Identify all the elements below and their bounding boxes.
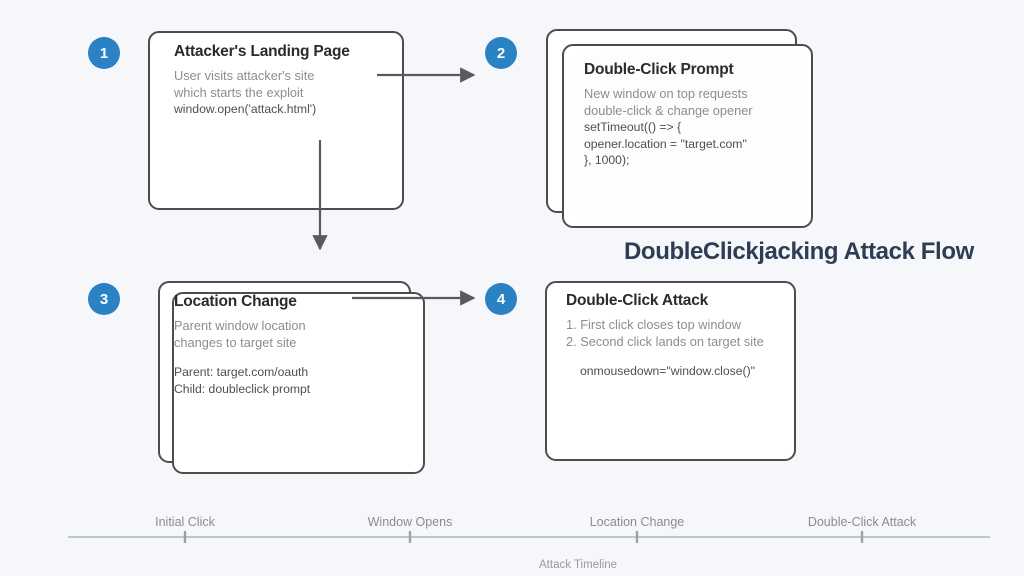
- step-card-2-desc-line-1: New window on top requests: [584, 86, 748, 101]
- step-card-1-title: Attacker's Landing Page: [174, 43, 350, 60]
- step-card-4-content: Double-Click Attack 1. First click close…: [566, 292, 798, 380]
- step-card-3-code-line-1: Parent: target.com/oauth: [174, 365, 309, 379]
- timeline-label-initial-click: Initial Click: [155, 515, 215, 529]
- step-card-2-code-line-3: }, 1000);: [584, 153, 630, 167]
- step-card-1-desc-line-2: which starts the exploit: [174, 84, 304, 100]
- step-card-2-code-line-2: opener.location = "target.com": [584, 136, 747, 151]
- page-title: DoubleClickjacking Attack Flow: [624, 238, 974, 265]
- step-card-2-desc-line-2: double-click & change opener: [584, 102, 753, 118]
- step-badge-2: 2: [485, 37, 517, 69]
- step-card-3-desc-line-2: changes to target site: [174, 334, 297, 350]
- step-card-4[interactable]: [545, 281, 796, 461]
- timeline-label-location-change: Location Change: [589, 515, 685, 529]
- step-card-3-content: Location Change Parent window location c…: [174, 293, 409, 397]
- step-card-1[interactable]: [148, 31, 404, 210]
- step-card-4-title: Double-Click Attack: [566, 292, 709, 309]
- step-card-1-desc-line-1: User visits attacker's site: [174, 68, 315, 83]
- step-card-3-desc-line-1: Parent window location: [174, 318, 306, 333]
- timeline-label-double-click-attack: Double-Click Attack: [807, 515, 917, 529]
- step-card-4-code-line-1: onmousedown="window.close()": [580, 364, 755, 378]
- step-card-3[interactable]: [172, 292, 425, 474]
- step-card-3-spacer: [174, 351, 409, 364]
- timeline-label-window-opens: Window Opens: [367, 515, 453, 529]
- timeline-caption: Attack Timeline: [539, 559, 617, 571]
- step-card-2-title: Double-Click Prompt: [584, 61, 734, 78]
- step-card-4-desc-line-1: 1. First click closes top window: [566, 317, 741, 332]
- step-card-4-desc-line-2: 2. Second click lands on target site: [566, 333, 764, 349]
- step-badge-1: 1: [88, 37, 120, 69]
- step-card-2-content: Double-Click Prompt New window on top re…: [584, 61, 809, 169]
- step-card-1-content: Attacker's Landing Page User visits atta…: [174, 43, 394, 118]
- step-badge-4: 4: [485, 283, 517, 315]
- step-card-3-title: Location Change: [174, 293, 297, 310]
- step-card-4-spacer: [566, 350, 798, 363]
- step-card-1-code-line-1: window.open('attack.html'): [174, 102, 317, 116]
- step-card-2-code-line-1: setTimeout(() => {: [584, 120, 682, 134]
- step-card-3-code-line-2: Child: doubleclick prompt: [174, 381, 311, 396]
- step-badge-3: 3: [88, 283, 120, 315]
